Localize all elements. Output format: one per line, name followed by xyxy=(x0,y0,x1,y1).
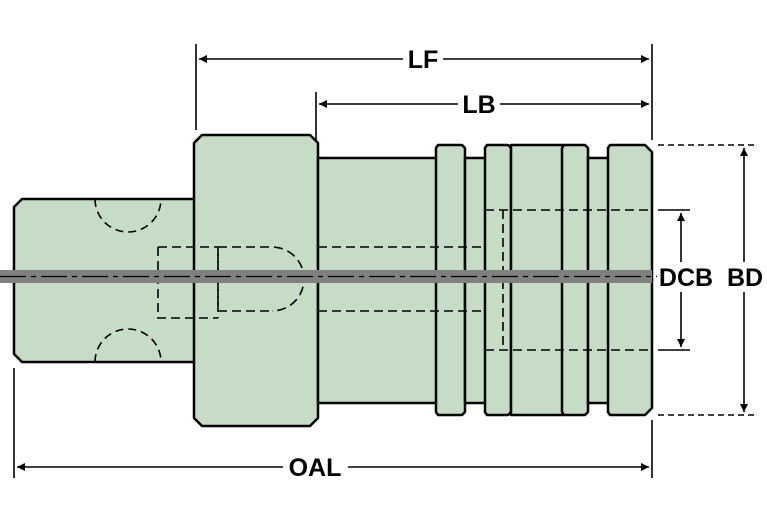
label-dcb: DCB xyxy=(659,264,713,292)
centerline-band xyxy=(0,270,652,283)
label-lf: LF xyxy=(408,46,439,74)
extension-lines xyxy=(13,44,757,478)
label-oal: OAL xyxy=(289,454,342,482)
shank-hidden-cutouts xyxy=(94,198,162,363)
dimension-lines xyxy=(17,55,748,471)
label-bd: BD xyxy=(727,264,763,292)
label-lb: LB xyxy=(462,91,495,119)
